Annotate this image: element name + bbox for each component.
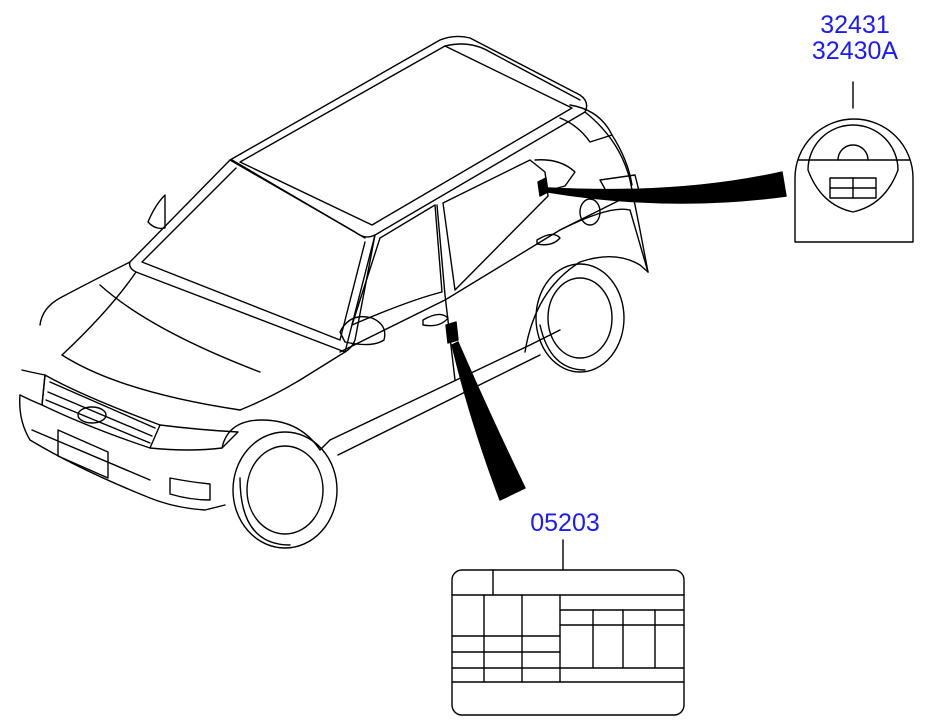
leader-line-tire: [451, 341, 526, 501]
tire-label-callout: 05203: [495, 510, 635, 536]
tire-label-marker: [445, 321, 459, 344]
tire-pressure-label-icon: [451, 539, 685, 716]
leader-line-fuel: [547, 171, 787, 204]
fuel-label-part-number-1[interactable]: 32431: [820, 11, 890, 39]
fuel-label-callout: 32431 32430A: [790, 12, 920, 64]
vehicle-outline: [19, 35, 649, 549]
tire-label-part-number[interactable]: 05203: [530, 509, 600, 537]
fuel-label-icon: [794, 81, 914, 243]
fuel-label-part-number-2[interactable]: 32430A: [811, 37, 899, 65]
fuel-label-marker: [537, 177, 549, 197]
